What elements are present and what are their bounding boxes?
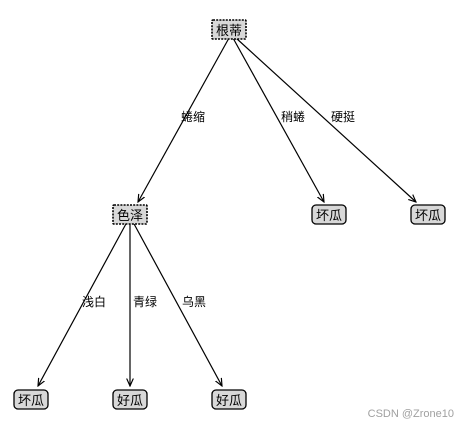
leaf-node: 坏瓜 xyxy=(410,204,446,225)
leaf-node: 坏瓜 xyxy=(13,389,49,410)
leaf-node-label: 坏瓜 xyxy=(18,394,44,409)
node-root-label: 根蒂 xyxy=(216,24,242,39)
node-color-label: 色泽 xyxy=(117,208,143,224)
edge-label-green: 青绿 xyxy=(133,294,157,309)
edge-label-curled: 蜷缩 xyxy=(181,109,205,124)
leaf-node: 坏瓜 xyxy=(311,204,347,225)
leaf-node-label: 坏瓜 xyxy=(415,209,441,224)
leaf-node-label: 好瓜 xyxy=(117,394,143,409)
leaf-node: 好瓜 xyxy=(211,389,247,410)
watermark: CSDN @Zrone10 xyxy=(367,408,454,420)
edge-root-to-leaf-2 xyxy=(232,37,324,202)
node-root: 根蒂 xyxy=(211,19,247,40)
leaf-node-label: 好瓜 xyxy=(216,394,242,409)
edge-root-to-leaf-3 xyxy=(235,37,416,202)
leaf-node: 好瓜 xyxy=(112,389,148,410)
edge-root-to-color xyxy=(138,37,230,202)
edge-color-to-leaf-c xyxy=(132,221,222,386)
leaf-node-label: 坏瓜 xyxy=(316,209,342,224)
edge-color-to-leaf-a xyxy=(38,221,128,386)
edge-label-black: 乌黑 xyxy=(182,294,206,309)
edge-label-stiff: 硬挺 xyxy=(331,109,355,124)
node-color: 色泽 xyxy=(112,204,148,225)
edge-label-slightly-curled: 稍蜷 xyxy=(281,110,305,124)
edge-label-light-white: 浅白 xyxy=(82,294,106,309)
